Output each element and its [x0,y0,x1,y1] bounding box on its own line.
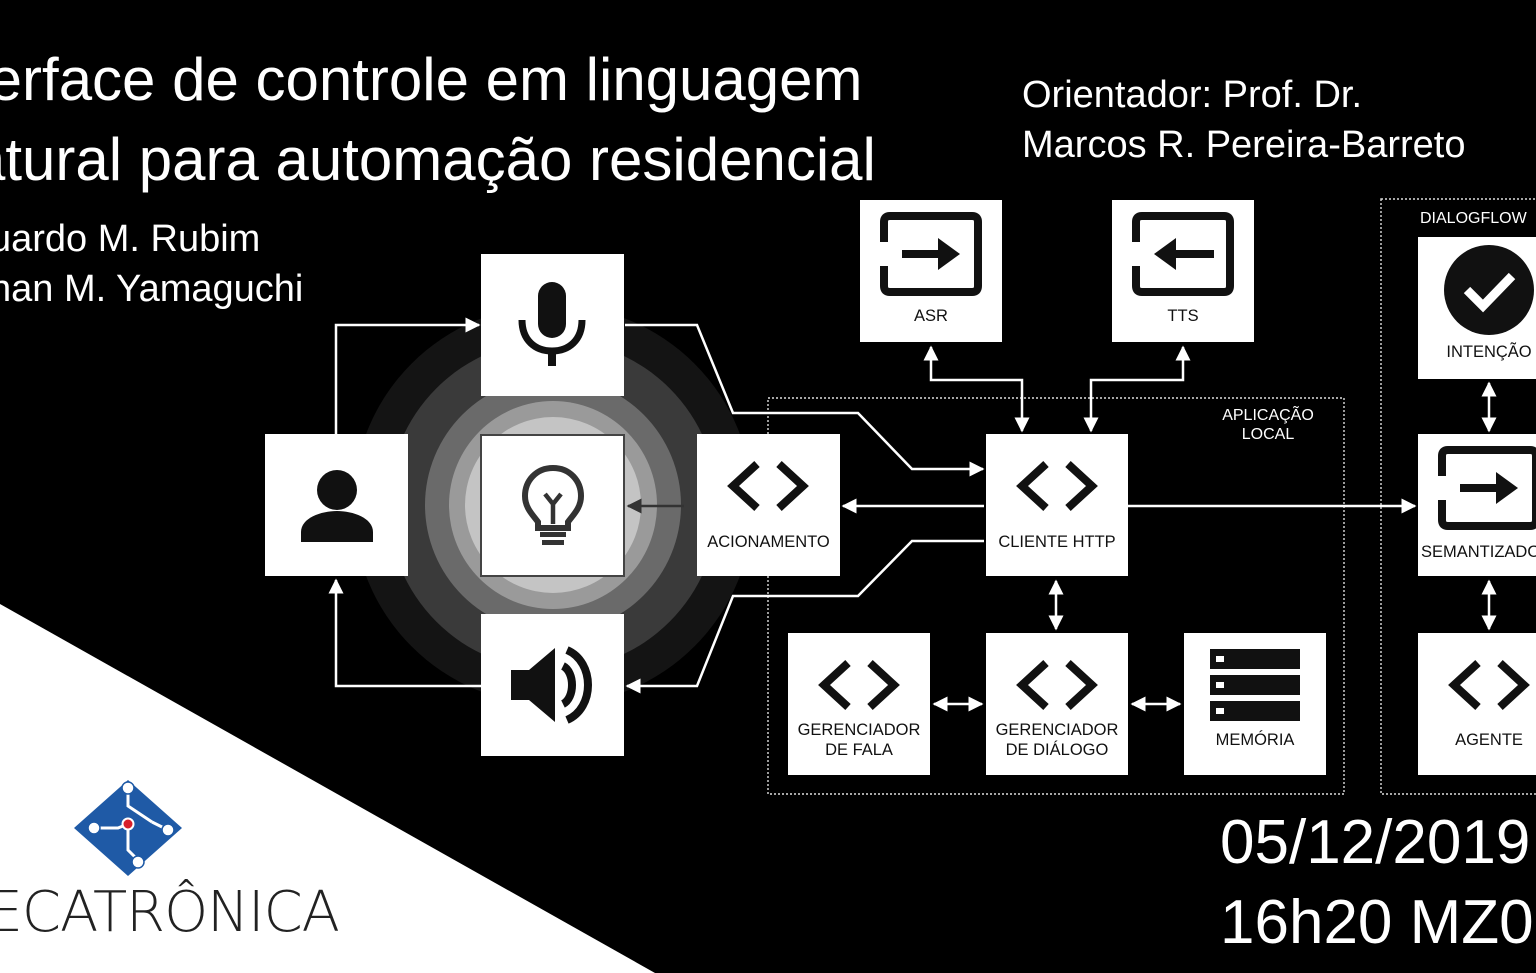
gerenciador-fala-label: GERENCIADOR DE FALA [797,721,921,759]
title-line-2: atural para automação residencial [0,126,876,193]
asr-block: ASR [860,200,1002,342]
input-arrow-icon [1438,446,1536,530]
dialogflow-group-border [1380,198,1536,795]
asr-label: ASR [914,307,948,325]
acionamento-label: ACIONAMENTO [707,533,830,551]
arrow-http-to-speaker [625,539,984,694]
gerenciador-dialogo-block: GERENCIADOR DE DIÁLOGO [986,633,1128,775]
database-icon [1210,649,1300,721]
speaker-icon [511,646,592,724]
code-brackets-icon [1016,461,1098,511]
memoria-block: MEMÓRIA [1184,633,1326,775]
memoria-label: MEMÓRIA [1215,731,1295,749]
arrow-mic-to-http [625,323,985,477]
arrow-speaker-to-user [328,578,481,688]
code-brackets-icon [727,461,809,511]
presentation-time-room: 16h20 MZ0 [1220,888,1534,957]
user-block [265,434,408,576]
arrow-tts-http [1083,345,1191,433]
author-1: uardo M. Rubim [0,218,261,260]
gerenciador-fala-block: GERENCIADOR DE FALA [788,633,930,775]
author-2: nan M. Yamaguchi [0,268,304,310]
arrow-asr-http [923,345,1030,433]
dialogflow-group-label: DIALOGFLOW [1420,210,1527,227]
microphone-icon [518,282,586,366]
semantizador-label: SEMANTIZADOR [1421,543,1536,561]
acionamento-block: ACIONAMENTO [697,434,840,576]
code-brackets-icon [1016,660,1098,710]
mecatronica-logo-icon [74,780,182,876]
advisor-line-1: Orientador: Prof. Dr. [1022,74,1363,116]
advisor-line-2: Marcos R. Pereira-Barreto [1022,124,1466,166]
tts-block: TTS [1112,200,1254,342]
code-brackets-icon [818,660,900,710]
agente-block: AGENTE [1418,633,1536,775]
cliente-http-block: CLIENTE HTTP [986,434,1128,576]
gerenciador-dialogo-label: GERENCIADOR DE DIÁLOGO [995,721,1119,759]
speaker-block [481,614,624,756]
person-icon [301,470,373,542]
code-brackets-icon [1448,660,1530,710]
output-arrow-icon [1132,212,1234,296]
arrow-user-to-mic [334,317,481,434]
lamp-block [480,434,625,577]
tts-label: TTS [1167,307,1199,325]
checkmark-circle-icon [1444,245,1534,335]
input-arrow-icon [880,212,982,296]
intencao-label: INTENÇÃO [1446,343,1532,361]
cliente-http-label: CLIENTE HTTP [998,533,1116,551]
title-line-1: terface de controle em linguagem [0,46,863,113]
microphone-block [481,254,624,396]
presentation-date: 05/12/2019 [1220,808,1531,877]
agente-label: AGENTE [1455,731,1523,749]
intencao-block: INTENÇÃO [1418,237,1536,379]
semantizador-block: SEMANTIZADOR [1418,434,1536,576]
lightbulb-icon [521,464,585,545]
mecatronica-logo-text: IECATRÔNICA [0,880,340,945]
white-corner-triangle [0,604,655,973]
local-app-group-label: APLICAÇÃO LOCAL [1222,407,1314,443]
